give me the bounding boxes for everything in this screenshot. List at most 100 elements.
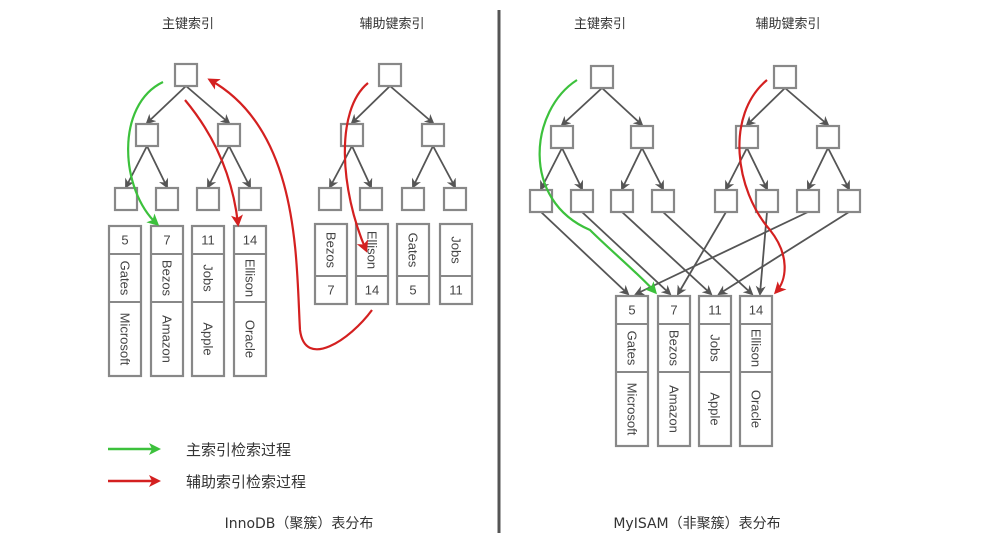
secondary-index-entry [354,222,390,306]
tree-edge [185,85,231,125]
data-record [656,294,692,448]
myisam-primary-leaf-node [569,188,595,214]
tree-edge [146,145,168,189]
record-id: 5 [628,303,635,318]
innodb-primary-root-node [173,62,199,88]
tree-edge [560,87,603,127]
tree-edge [145,85,187,125]
myisam-primary-leaf-node [528,188,554,214]
innodb-caption: InnoDB（聚簇）表分布 [225,516,374,532]
innodb-primary-internal-node [134,122,160,148]
entry-primary-key: 5 [409,283,416,298]
entry-name: Ellison [365,231,380,269]
myisam-secondary-internal-node [734,124,760,150]
tree-edge [621,147,643,191]
innodb-primary-leaf-node [195,186,221,212]
tree-edge [540,211,630,296]
record-id: 5 [121,233,128,248]
myisam-primary-root-node [589,64,615,90]
record-company: Microsoft [118,313,133,366]
tree-edge [662,211,754,296]
record-company: Oracle [749,390,764,428]
data-record [232,224,268,378]
tree-edge [125,145,148,189]
myisam-primary-internal-node [549,124,575,150]
myisam-secondary-leaf-node [795,188,821,214]
entry-primary-key: 14 [365,283,379,298]
tree-edge [827,147,850,191]
tree-edge [601,87,644,127]
data-record [614,294,650,448]
myisam-secondary-search-path [738,79,787,295]
tree-edge [432,145,456,189]
innodb-primary-lookup-path [184,99,243,227]
tree-edge [807,147,829,191]
secondary-index-entry [438,222,474,306]
record-id: 11 [201,233,215,248]
innodb-secondary-leaf-node [400,186,426,212]
tree-edge [676,211,727,296]
record-name: Jobs [708,334,723,362]
entry-primary-key: 11 [449,283,463,298]
innodb-secondary-leaf-node [358,186,384,212]
legend-label-secondary: 辅助索引检索过程 [186,473,306,491]
tree-edge [641,147,664,191]
entry-name: Gates [406,233,421,268]
record-name: Gates [625,331,640,366]
data-record [738,294,774,448]
entry-name: Bezos [324,232,339,269]
record-company: Apple [708,392,723,425]
record-id: 7 [163,233,170,248]
record-name: Jobs [201,264,216,292]
myisam-secondary-internal-node [815,124,841,150]
record-id: 11 [708,303,722,318]
record-company: Microsoft [625,383,640,436]
record-name: Ellison [243,259,258,297]
myisam-secondary-index-title: 辅助键索引 [755,17,820,32]
tree-edge [350,85,391,125]
tree-edge [717,211,850,296]
entry-primary-key: 7 [327,283,334,298]
innodb-secondary-leaf-node [317,186,343,212]
innodb-secondary-index-title: 辅助键索引 [359,17,424,32]
record-id: 14 [243,233,257,248]
myisam-secondary-leaf-node [713,188,739,214]
record-company: Amazon [667,385,682,433]
record-name: Ellison [749,329,764,367]
entry-name: Jobs [449,236,464,264]
tree-edge [725,147,748,191]
tree-edge [746,147,768,191]
data-record [697,294,733,448]
record-name: Bezos [667,330,682,367]
innodb-primary-leaf-node [154,186,180,212]
innodb-secondary-internal-node [420,122,446,148]
record-company: Oracle [243,320,258,358]
legend: 主索引检索过程 辅助索引检索过程 [108,441,306,491]
myisam-secondary-root-node [772,64,798,90]
innodb-secondary-search-path [343,82,369,253]
tree-edge [581,211,672,296]
tree-edge [228,145,251,189]
legend-item-primary: 主索引检索过程 [108,441,291,459]
myisam-primary-internal-node [629,124,655,150]
myisam-primary-leaf-node [609,188,635,214]
myisam-primary-index-title: 主键索引 [574,17,626,32]
myisam-primary-search-path [538,79,657,295]
tree-edge [784,87,830,127]
record-company: Amazon [160,315,175,363]
innodb-primary-leaf-node [113,186,139,212]
record-id: 7 [670,303,677,318]
secondary-index-entry [395,222,431,306]
tree-edge [329,145,353,189]
myisam-primary-leaf-node [650,188,676,214]
myisam-secondary-leaf-node [754,188,780,214]
innodb-back-to-primary-path [207,78,373,351]
tree-edge [621,211,713,296]
tree-edge [389,85,435,125]
legend-item-secondary: 辅助索引检索过程 [108,473,306,491]
tree-edge [634,211,809,296]
tree-edge [745,87,786,127]
tree-edge [207,145,230,189]
record-id: 14 [749,303,763,318]
innodb-secondary-root-node [377,62,403,88]
